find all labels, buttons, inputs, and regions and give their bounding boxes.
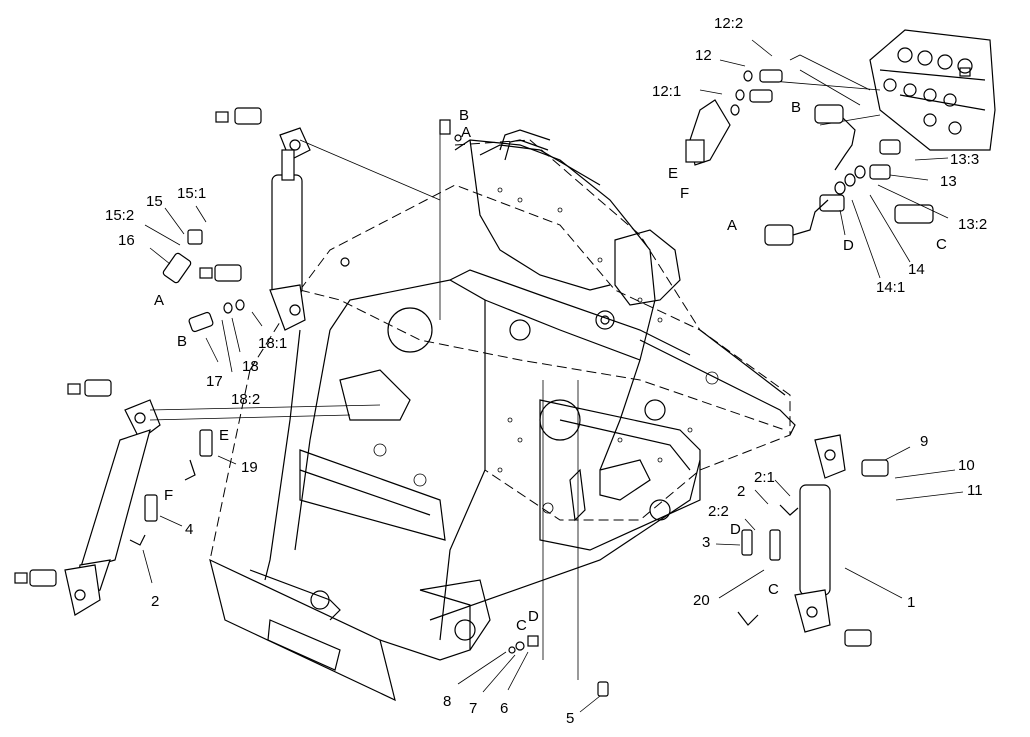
right-cylinder bbox=[737, 434, 846, 633]
left-fittings bbox=[129, 229, 245, 546]
callout-F-valve: F bbox=[680, 185, 689, 202]
callout-B-left: B bbox=[177, 333, 187, 350]
control-valve-block bbox=[685, 29, 996, 246]
callout-12: 12 bbox=[695, 47, 712, 64]
callout-D-valve: D bbox=[843, 237, 854, 254]
bottom-hardware bbox=[340, 119, 609, 697]
callout-C-bottom: C bbox=[516, 617, 527, 634]
callout-2-1: 2:1 bbox=[754, 469, 775, 486]
left-upper-cylinder bbox=[269, 127, 441, 331]
callout-16: 16 bbox=[118, 232, 135, 249]
left-lower-cylinder bbox=[64, 399, 381, 616]
callout-15-2: 15:2 bbox=[105, 207, 134, 224]
callout-F-left: F bbox=[164, 487, 173, 504]
callout-B-top: B bbox=[459, 107, 469, 124]
callout-E-valve: E bbox=[668, 165, 678, 182]
callout-A-left: A bbox=[154, 292, 164, 309]
callout-13-2: 13:2 bbox=[958, 216, 987, 233]
callout-18-1: 18:1 bbox=[258, 335, 287, 352]
callout-6: 6 bbox=[500, 700, 508, 717]
callout-12-2: 12:2 bbox=[714, 15, 743, 32]
callout-A-top: A bbox=[461, 124, 471, 141]
callout-11: 11 bbox=[967, 482, 983, 499]
callout-2-left: 2 bbox=[151, 593, 159, 610]
callout-E-left: E bbox=[219, 427, 229, 444]
callout-10: 10 bbox=[958, 457, 975, 474]
callout-B-valve: B bbox=[791, 99, 801, 116]
callout-2-2: 2:2 bbox=[708, 503, 729, 520]
callout-9: 9 bbox=[920, 433, 928, 450]
callout-5: 5 bbox=[566, 710, 574, 727]
callout-D-right: D bbox=[730, 521, 741, 538]
callout-A-valve: A bbox=[727, 217, 737, 234]
callout-C-right: C bbox=[768, 581, 779, 598]
callout-19: 19 bbox=[241, 459, 258, 476]
callout-C-valve: C bbox=[936, 236, 947, 253]
leader-lines bbox=[142, 39, 964, 713]
callout-4: 4 bbox=[185, 521, 193, 538]
callout-2-right: 2 bbox=[737, 483, 745, 500]
callout-15: 15 bbox=[146, 193, 163, 210]
callout-labels: 12:2 12 12:1 B E F 13:3 13 13:2 A D 14 C… bbox=[105, 15, 987, 727]
callout-14-1: 14:1 bbox=[876, 279, 905, 296]
pin-assemblies bbox=[14, 107, 889, 647]
callout-20: 20 bbox=[693, 592, 710, 609]
callout-13-3: 13:3 bbox=[950, 151, 979, 168]
loader-frame bbox=[209, 120, 796, 702]
callout-14: 14 bbox=[908, 261, 925, 278]
callout-3: 3 bbox=[702, 534, 710, 551]
callout-18-2: 18:2 bbox=[231, 391, 260, 408]
callout-1: 1 bbox=[907, 594, 915, 611]
callout-18: 18 bbox=[242, 358, 259, 375]
callout-17: 17 bbox=[206, 373, 223, 390]
callout-13: 13 bbox=[940, 173, 957, 190]
callout-D-bottom: D bbox=[528, 608, 539, 625]
callout-12-1: 12:1 bbox=[652, 83, 681, 100]
callout-7: 7 bbox=[469, 700, 477, 717]
callout-8: 8 bbox=[443, 693, 451, 710]
callout-15-1: 15:1 bbox=[177, 185, 206, 202]
